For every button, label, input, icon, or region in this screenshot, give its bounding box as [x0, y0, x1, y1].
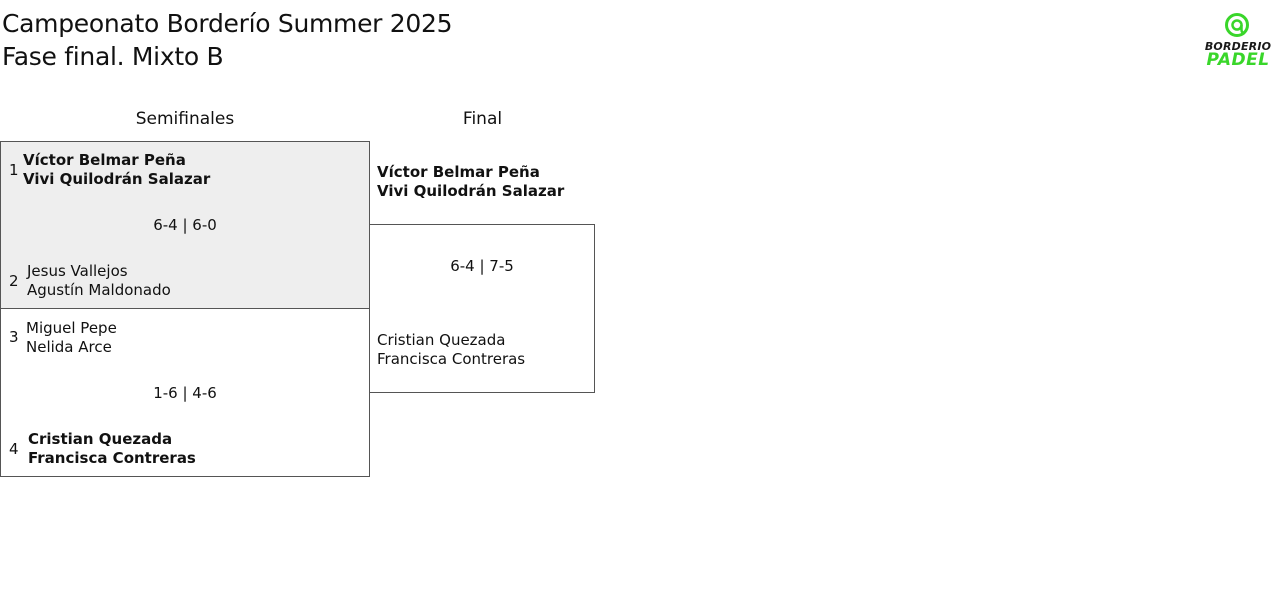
final-team-bottom: Cristian Quezada Francisca Contreras [377, 331, 525, 369]
page-subtitle: Fase final. Mixto B [2, 42, 224, 71]
round-label-semifinals: Semifinales [135, 109, 235, 129]
padel-ball-icon [1225, 13, 1249, 37]
borderio-padel-logo: BORDERIO PADEL [1198, 10, 1280, 72]
team-entry-seed-1: 1 Víctor Belmar Peña Vivi Quilodrán Sala… [9, 151, 210, 189]
player-name: Nelida Arce [26, 338, 112, 356]
player-name: Víctor Belmar Peña [377, 163, 540, 181]
seed-number: 3 [9, 328, 19, 346]
team-entry-seed-2: 2 Jesus Vallejos Agustín Maldonado [9, 262, 171, 300]
final-match: 6-4 | 7-5 Cristian Quezada Francisca Con… [369, 224, 595, 393]
seed-number: 4 [9, 440, 19, 458]
team-entry-seed-3: 3 Miguel Pepe Nelida Arce [9, 319, 117, 357]
team-entry-seed-4: 4 Cristian Quezada Francisca Contreras [9, 430, 196, 468]
semifinal-match-2: 3 Miguel Pepe Nelida Arce 1-6 | 4-6 4 Cr… [0, 308, 370, 477]
page-title: Campeonato Borderío Summer 2025 [2, 9, 453, 38]
player-name: Jesus Vallejos [27, 262, 128, 280]
match-score: 6-4 | 7-5 [450, 257, 514, 275]
logo-wordmark-top: BORDERIO [1204, 40, 1272, 53]
match-score: 6-4 | 6-0 [153, 216, 217, 234]
final-team-top: Víctor Belmar Peña Vivi Quilodrán Salaza… [377, 163, 564, 201]
player-name: Francisca Contreras [377, 350, 526, 368]
player-name: Víctor Belmar Peña [23, 151, 186, 169]
match-score: 1-6 | 4-6 [153, 384, 217, 402]
round-label-final: Final [462, 109, 503, 129]
seed-number: 1 [9, 161, 19, 179]
player-name: Agustín Maldonado [27, 281, 171, 299]
player-name: Vivi Quilodrán Salazar [377, 182, 565, 200]
player-name: Cristian Quezada [28, 430, 173, 448]
player-name: Miguel Pepe [26, 319, 117, 337]
player-name: Francisca Contreras [28, 449, 196, 467]
player-name: Cristian Quezada [377, 331, 506, 349]
seed-number: 2 [9, 272, 19, 290]
logo-wordmark-bottom: PADEL [1206, 50, 1270, 70]
player-name: Vivi Quilodrán Salazar [23, 170, 211, 188]
semifinal-match-1: 1 Víctor Belmar Peña Vivi Quilodrán Sala… [0, 141, 370, 309]
